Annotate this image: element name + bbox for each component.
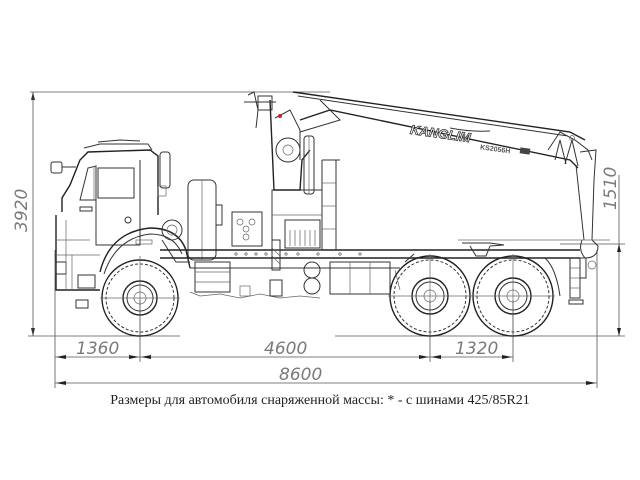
crane: KANGLIM KS2056H [244,91,599,271]
dim-overall-height: 3920 [12,189,32,232]
crane-model-label: KS2056H [480,144,511,155]
rear-wheel-2 [471,254,555,338]
truck-cab [50,139,191,309]
front-wheel [100,256,180,340]
dim-front-overhang: 1360 [76,339,119,359]
dim-wheelbase: 4600 [264,339,307,359]
dim-rear-axle-spacing: 1320 [455,339,498,359]
dim-overall-length: 8600 [279,365,322,385]
chassis-frame [160,249,580,299]
rear-section [404,239,610,305]
crane-brand-label: KANGLIM [409,122,472,145]
drawing-caption: Размеры для автомобиля снаряженной массы… [110,393,530,408]
chassis-equipment [161,179,263,293]
dim-rear-boom-height: 1510 [601,167,621,210]
dimension-lines [28,91,625,388]
rear-wheel-1 [388,254,472,338]
